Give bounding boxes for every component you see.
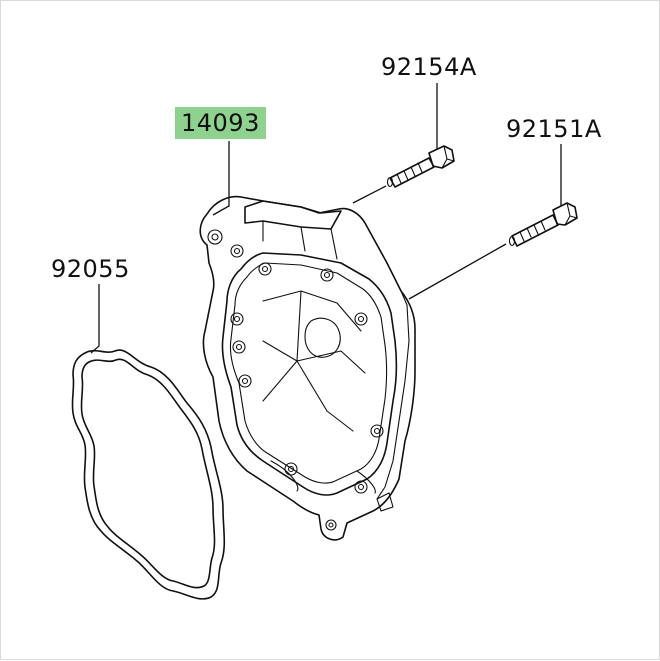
label-92154a[interactable]: 92154A	[381, 53, 477, 81]
bolt-92154a	[386, 145, 455, 188]
label-92055[interactable]: 92055	[51, 255, 130, 283]
bolt-b-axis	[408, 243, 507, 300]
bolt-92151a	[508, 202, 578, 247]
leader-cover	[212, 141, 230, 216]
label-14093[interactable]: 14093	[175, 107, 266, 139]
leader-gasket	[90, 284, 100, 354]
bolt-a-axis	[352, 185, 387, 204]
gasket-92055	[71, 349, 226, 600]
label-92151a[interactable]: 92151A	[506, 115, 602, 143]
cover-14093	[199, 195, 416, 541]
leader-lines	[90, 83, 562, 354]
